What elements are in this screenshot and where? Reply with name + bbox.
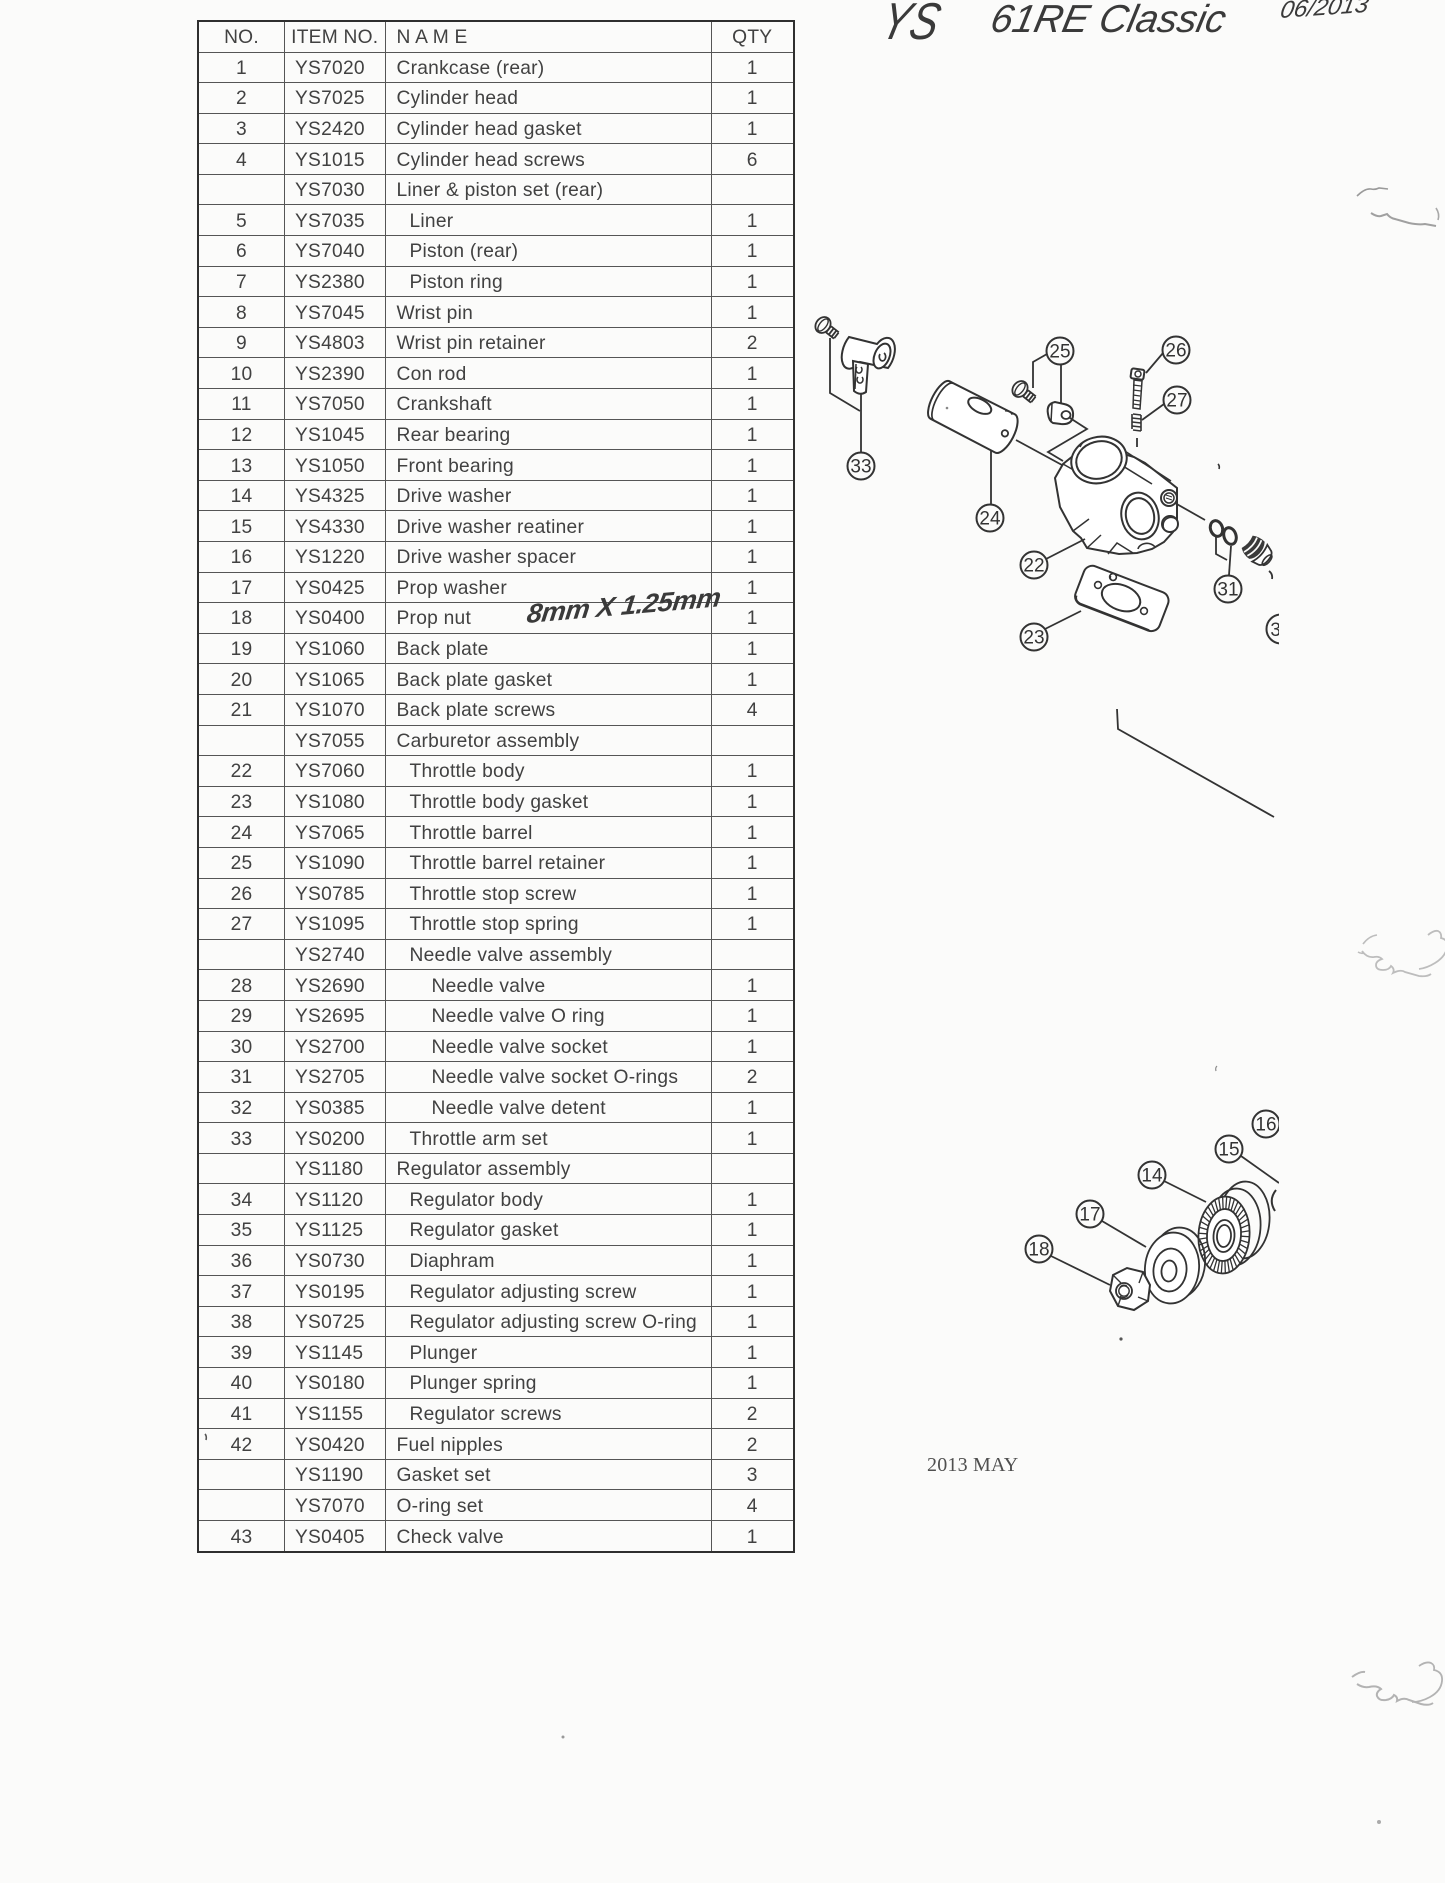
svg-text:26: 26: [1165, 341, 1186, 362]
svg-text:18: 18: [1028, 1240, 1049, 1261]
svg-text:27: 27: [1166, 391, 1187, 412]
svg-text:33: 33: [850, 457, 871, 478]
svg-text:14: 14: [1141, 1166, 1163, 1187]
svg-text:17: 17: [1079, 1205, 1100, 1226]
svg-text:16: 16: [1255, 1115, 1276, 1136]
svg-text:15: 15: [1218, 1140, 1239, 1161]
svg-text:23: 23: [1023, 628, 1044, 649]
svg-text:22: 22: [1023, 556, 1044, 577]
svg-text:25: 25: [1049, 342, 1070, 363]
svg-text:24: 24: [979, 509, 1001, 530]
svg-text:31: 31: [1217, 580, 1238, 601]
svg-text:30: 30: [1270, 620, 1291, 641]
